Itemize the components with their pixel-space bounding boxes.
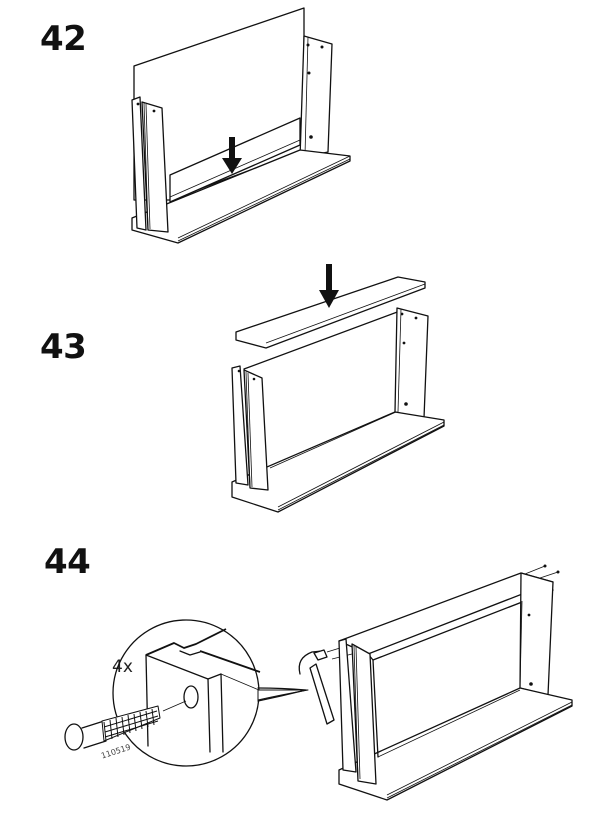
step-number-42: 42 [40, 19, 87, 59]
step-number-44: 44 [44, 542, 91, 582]
hammer-icon [298, 649, 335, 725]
step-number-43: 43 [40, 327, 87, 367]
down-arrow-icon [222, 137, 242, 174]
down-arrow-icon [319, 264, 339, 308]
quantity-label: 4x [112, 657, 133, 677]
part-number: 110519 [100, 742, 132, 761]
